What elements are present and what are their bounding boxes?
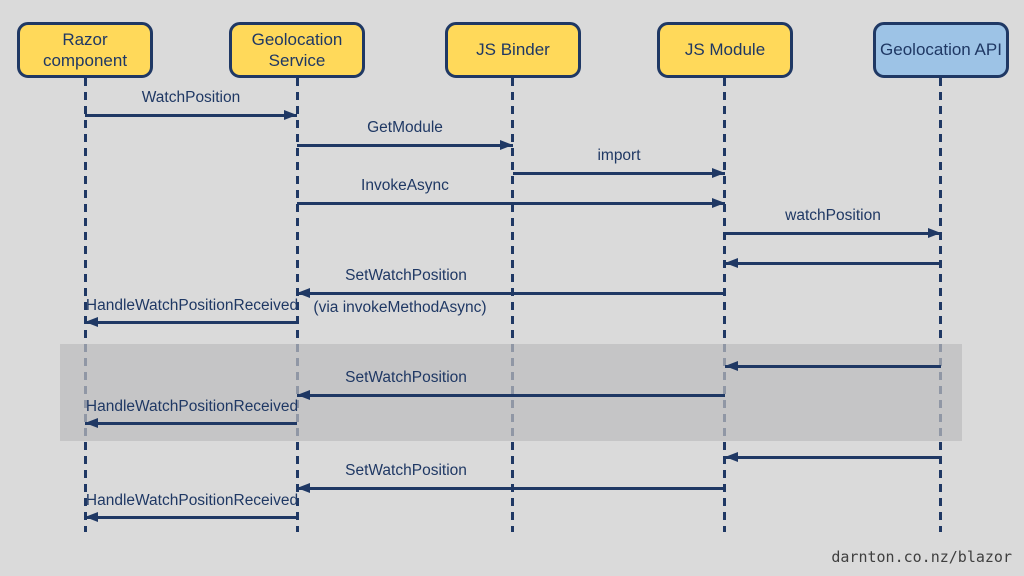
lifeline-geolocation-service xyxy=(296,78,299,532)
label-handlewatchposition-1: HandleWatchPositionReceived xyxy=(85,297,299,314)
arrowhead-left-icon xyxy=(85,512,98,522)
lifeline-js-binder xyxy=(511,78,514,532)
arrowhead-right-icon xyxy=(500,140,513,150)
arrow-setwatchposition-3 xyxy=(297,483,725,493)
arrowhead-left-icon xyxy=(725,452,738,462)
arrow-import xyxy=(513,168,725,178)
label-invokeasync: InvokeAsync xyxy=(361,177,449,194)
actor-label: Geolocation API xyxy=(880,40,1002,60)
label-via-invokemethodasync: (via invokeMethodAsync) xyxy=(313,299,487,316)
actor-geolocation-service: Geolocation Service xyxy=(229,22,365,78)
arrowhead-right-icon xyxy=(712,198,725,208)
actor-js-module: JS Module xyxy=(657,22,793,78)
arrow-watchposition-js xyxy=(725,228,941,238)
lifeline-js-module xyxy=(723,78,726,532)
label-setwatchposition-3: SetWatchPosition xyxy=(345,462,467,479)
actor-label: Razor component xyxy=(42,29,128,70)
arrowhead-right-icon xyxy=(928,228,941,238)
loop-highlight-band xyxy=(60,344,962,441)
lifeline-razor-component xyxy=(84,78,87,532)
arrowhead-left-icon xyxy=(725,258,738,268)
label-watchposition-js: watchPosition xyxy=(785,207,881,224)
arrow-api-callback-3 xyxy=(725,452,941,462)
label-handlewatchposition-2: HandleWatchPositionReceived xyxy=(85,398,299,415)
arrowhead-left-icon xyxy=(85,317,98,327)
arrowhead-left-icon xyxy=(85,418,98,428)
arrow-setwatchposition-1 xyxy=(297,288,725,298)
label-setwatchposition-1: SetWatchPosition xyxy=(345,267,467,284)
actor-js-binder: JS Binder xyxy=(445,22,581,78)
arrow-api-callback-1 xyxy=(725,258,941,268)
label-handlewatchposition-3: HandleWatchPositionReceived xyxy=(85,492,299,509)
actor-label: Geolocation Service xyxy=(251,29,343,70)
arrow-handlewatchposition-2 xyxy=(85,418,297,428)
label-getmodule: GetModule xyxy=(367,119,443,136)
arrow-watchposition xyxy=(85,110,297,120)
label-import: import xyxy=(597,147,641,164)
arrowhead-left-icon xyxy=(297,390,310,400)
arrow-getmodule xyxy=(297,140,513,150)
actor-label: JS Module xyxy=(684,40,766,60)
arrow-setwatchposition-2 xyxy=(297,390,725,400)
arrowhead-right-icon xyxy=(712,168,725,178)
arrowhead-left-icon xyxy=(297,483,310,493)
actor-razor-component: Razor component xyxy=(17,22,153,78)
arrow-handlewatchposition-1 xyxy=(85,317,297,327)
lifeline-geolocation-api xyxy=(939,78,942,532)
arrow-api-callback-2 xyxy=(725,361,941,371)
arrow-invokeasync xyxy=(297,198,725,208)
label-setwatchposition-2: SetWatchPosition xyxy=(345,369,467,386)
arrowhead-right-icon xyxy=(284,110,297,120)
arrowhead-left-icon xyxy=(725,361,738,371)
actor-geolocation-api: Geolocation API xyxy=(873,22,1009,78)
label-watchposition: WatchPosition xyxy=(141,89,241,106)
arrow-handlewatchposition-3 xyxy=(85,512,297,522)
watermark-url: darnton.co.nz/blazor xyxy=(831,548,1012,566)
actor-label: JS Binder xyxy=(476,40,550,60)
arrowhead-left-icon xyxy=(297,288,310,298)
